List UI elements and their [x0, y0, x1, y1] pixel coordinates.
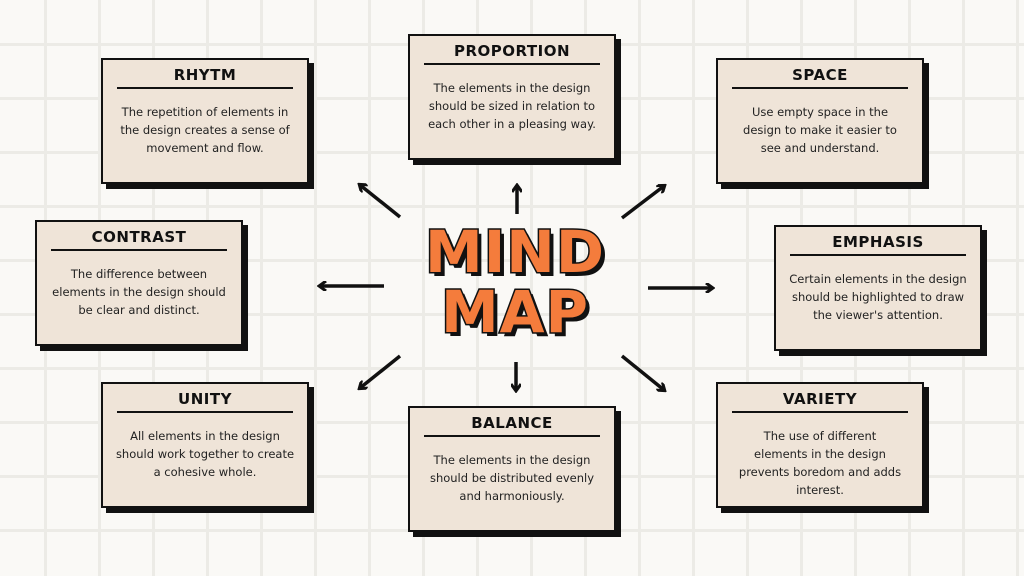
- node-title: VARIETY: [732, 390, 908, 413]
- node-contrast: CONTRAST The difference between elements …: [35, 220, 243, 346]
- node-balance: BALANCE The elements in the design should…: [408, 406, 616, 532]
- mind-map-title: MIND MAP: [405, 218, 625, 346]
- node-title: EMPHASIS: [790, 233, 966, 256]
- node-proportion: PROPORTION The elements in the design sho…: [408, 34, 616, 160]
- arrow-space: [620, 186, 664, 220]
- node-text: All elements in the design should work t…: [115, 429, 295, 479]
- node-unity: UNITY All elements in the design should w…: [101, 382, 309, 508]
- node-emphasis: EMPHASIS Certain elements in the design s…: [774, 225, 982, 351]
- arrow-variety: [620, 354, 664, 390]
- node-text: Use empty space in the design to make it…: [743, 105, 897, 155]
- node-rhytm: RHYTM The repetition of elements in the d…: [101, 58, 309, 184]
- node-text: The elements in the design should be siz…: [428, 81, 596, 131]
- node-title: SPACE: [732, 66, 908, 89]
- node-text: The repetition of elements in the design…: [120, 105, 290, 155]
- node-title: RHYTM: [117, 66, 293, 89]
- node-text: The difference between elements in the d…: [52, 267, 226, 317]
- node-space: SPACE Use empty space in the design to ma…: [716, 58, 924, 184]
- node-text: The use of different elements in the des…: [738, 429, 902, 497]
- node-text: The elements in the design should be dis…: [429, 453, 595, 503]
- node-title: PROPORTION: [424, 42, 600, 65]
- node-text: Certain elements in the design should be…: [789, 272, 967, 322]
- arrow-unity: [360, 354, 402, 388]
- title-line-1: MIND: [424, 218, 606, 286]
- node-variety: VARIETY The use of different elements in …: [716, 382, 924, 508]
- arrow-rhytm: [360, 185, 402, 219]
- node-title: BALANCE: [424, 414, 600, 437]
- node-title: UNITY: [117, 390, 293, 413]
- node-title: CONTRAST: [51, 228, 227, 251]
- title-line-2: MAP: [439, 278, 590, 346]
